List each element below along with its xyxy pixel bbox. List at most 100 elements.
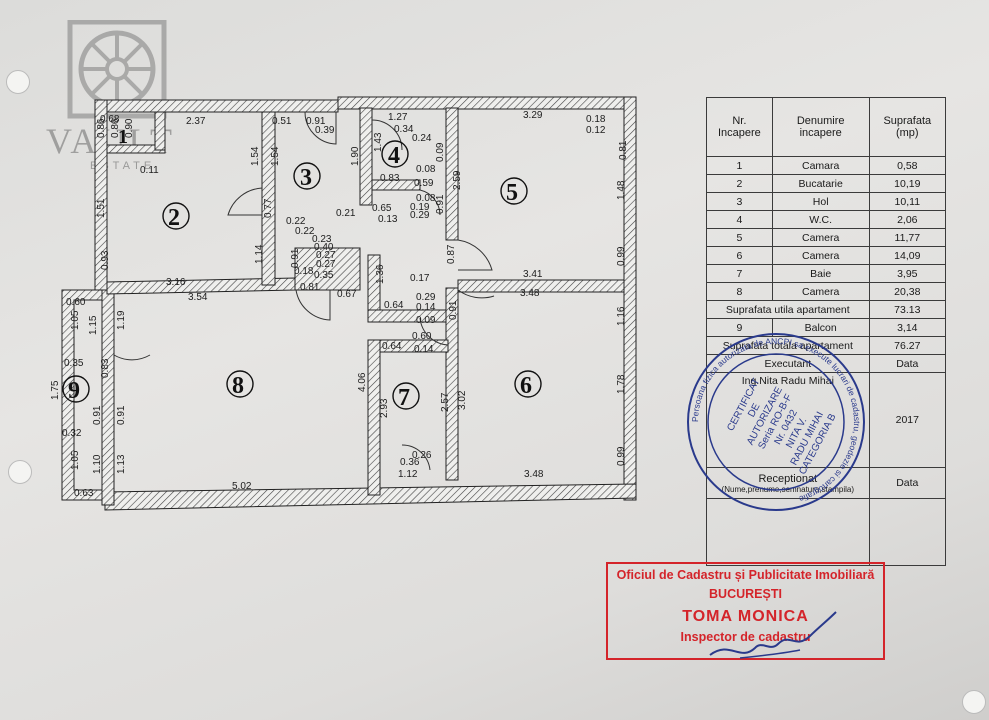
- room-number-6: 6: [520, 373, 532, 399]
- svg-text:0.39: 0.39: [315, 125, 335, 136]
- svg-text:4.06: 4.06: [357, 372, 368, 392]
- svg-text:0.17: 0.17: [410, 273, 430, 284]
- room-number-4: 4: [388, 143, 400, 169]
- svg-text:0.14: 0.14: [414, 344, 434, 355]
- svg-text:0.27: 0.27: [316, 250, 336, 261]
- svg-text:0.63: 0.63: [74, 488, 94, 499]
- svg-text:0.32: 0.32: [62, 428, 82, 439]
- svg-text:0.91: 0.91: [448, 300, 459, 320]
- svg-text:1.75: 1.75: [50, 380, 61, 400]
- blank-row: [706, 498, 947, 566]
- svg-text:1.43: 1.43: [373, 132, 384, 152]
- vault-logo-watermark: [67, 20, 167, 119]
- stamp-line-role: Inspector de cadastru: [680, 630, 811, 644]
- svg-text:0.91: 0.91: [435, 194, 446, 214]
- svg-text:0.13: 0.13: [378, 214, 398, 225]
- svg-text:0.91: 0.91: [306, 116, 326, 127]
- svg-text:1.14: 1.14: [254, 244, 265, 264]
- svg-text:0.36: 0.36: [400, 457, 420, 468]
- room-number-5: 5: [506, 180, 518, 206]
- svg-text:2.59: 2.59: [452, 170, 463, 190]
- svg-text:3.16: 3.16: [166, 277, 186, 288]
- svg-text:0.67: 0.67: [337, 289, 357, 300]
- svg-text:2.57: 2.57: [440, 392, 451, 412]
- svg-text:0.40: 0.40: [314, 242, 334, 253]
- room-number-7: 7: [398, 385, 410, 411]
- svg-text:1.10: 1.10: [92, 454, 103, 474]
- svg-text:1.27: 1.27: [388, 112, 408, 123]
- svg-text:0.93: 0.93: [100, 250, 111, 270]
- svg-text:0.81: 0.81: [618, 140, 629, 160]
- surveyor-stamp: Persoana fizica autorizata de ANCPI sa e…: [687, 333, 865, 511]
- svg-text:0.60: 0.60: [412, 331, 432, 342]
- svg-text:0.21: 0.21: [336, 208, 356, 219]
- svg-text:0.91: 0.91: [116, 405, 127, 425]
- room-number-2: 2: [168, 205, 180, 231]
- svg-text:0.14: 0.14: [416, 302, 436, 313]
- svg-text:0.08: 0.08: [416, 164, 436, 175]
- svg-text:1.54: 1.54: [250, 146, 261, 166]
- svg-text:1.05: 1.05: [70, 450, 81, 470]
- room-number-1: 1: [118, 126, 128, 148]
- svg-text:0.24: 0.24: [412, 133, 432, 144]
- svg-text:1.12: 1.12: [398, 469, 418, 480]
- svg-text:3.48: 3.48: [520, 288, 540, 299]
- room-number-9: 9: [68, 378, 80, 404]
- svg-text:0.91: 0.91: [290, 248, 301, 268]
- svg-text:0.35: 0.35: [64, 358, 84, 369]
- stamp-line-name: TOMA MONICA: [682, 608, 809, 625]
- svg-text:3.54: 3.54: [188, 292, 208, 303]
- svg-text:0.22: 0.22: [286, 216, 306, 227]
- svg-text:2.37: 2.37: [186, 116, 206, 127]
- signature: [709, 611, 837, 659]
- svg-text:0.51: 0.51: [272, 116, 292, 127]
- svg-text:1.51: 1.51: [96, 198, 107, 218]
- svg-text:0.99: 0.99: [616, 246, 627, 266]
- svg-text:5.02: 5.02: [232, 481, 252, 492]
- svg-text:1.16: 1.16: [616, 306, 627, 326]
- svg-text:0.83: 0.83: [100, 358, 111, 378]
- svg-text:0.60: 0.60: [66, 297, 86, 308]
- door-swings: [113, 111, 495, 471]
- svg-text:1.19: 1.19: [116, 310, 127, 330]
- walls: [61, 96, 637, 511]
- svg-text:0.18: 0.18: [586, 114, 606, 125]
- svg-text:0.77: 0.77: [263, 198, 274, 218]
- svg-text:0.12: 0.12: [586, 125, 606, 136]
- svg-text:0.99: 0.99: [616, 446, 627, 466]
- svg-text:0.68: 0.68: [100, 114, 120, 125]
- svg-text:3.48: 3.48: [524, 469, 544, 480]
- svg-text:1.90: 1.90: [350, 146, 361, 166]
- svg-text:1.54: 1.54: [270, 146, 281, 166]
- svg-text:0.27: 0.27: [316, 259, 336, 270]
- svg-text:1.13: 1.13: [116, 454, 127, 474]
- room-area-table: Nr. Incapere Denumire incapere Suprafata…: [706, 97, 947, 566]
- svg-text:0.86: 0.86: [110, 118, 121, 138]
- svg-text:0.90: 0.90: [124, 118, 135, 138]
- svg-text:1.15: 1.15: [88, 315, 99, 335]
- svg-text:0.35: 0.35: [314, 270, 334, 281]
- svg-text:0.23: 0.23: [312, 234, 332, 245]
- svg-text:3.02: 3.02: [457, 390, 468, 410]
- binder-hole: [962, 690, 986, 714]
- header-nr: Nr. Incapere: [706, 97, 773, 157]
- svg-text:0.91: 0.91: [92, 405, 103, 425]
- binder-hole: [8, 460, 32, 484]
- svg-text:0.87: 0.87: [446, 244, 457, 264]
- svg-text:0.19: 0.19: [410, 202, 430, 213]
- svg-text:0.34: 0.34: [394, 124, 414, 135]
- svg-text:0.81: 0.81: [300, 282, 320, 293]
- binder-hole: [6, 70, 30, 94]
- svg-text:0.86: 0.86: [96, 118, 107, 138]
- svg-text:0.09: 0.09: [416, 315, 436, 326]
